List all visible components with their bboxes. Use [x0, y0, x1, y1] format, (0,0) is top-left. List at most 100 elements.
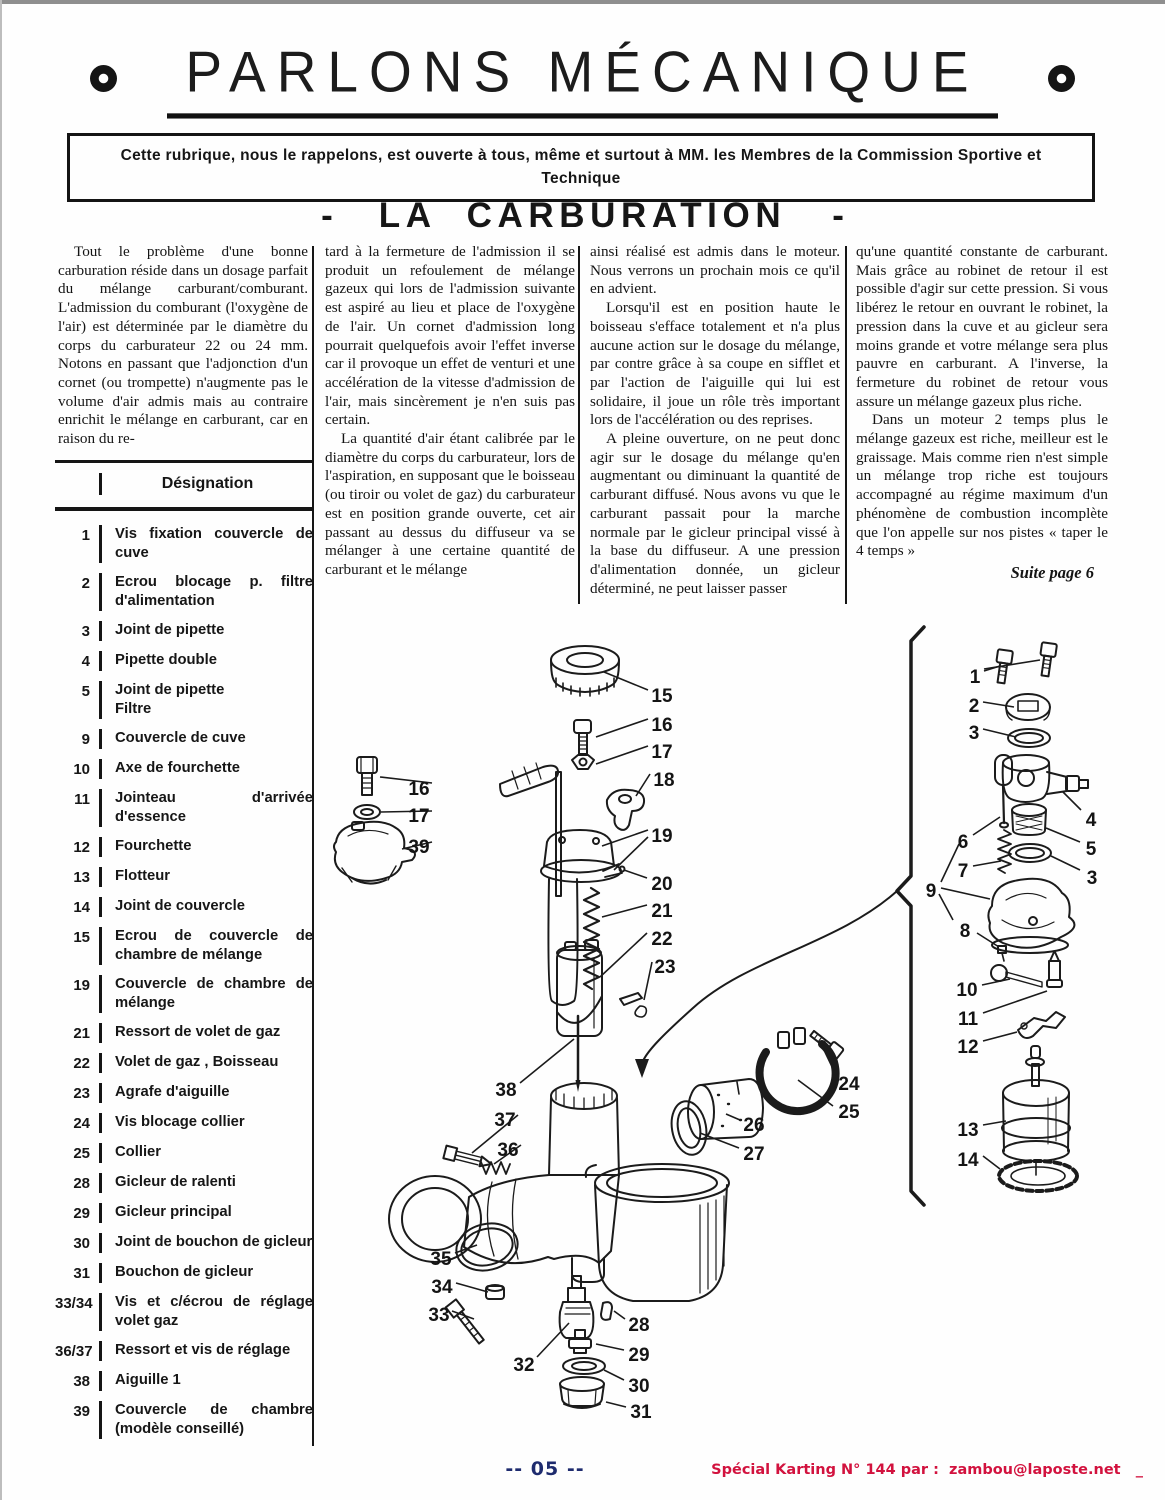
right-group-bracket — [895, 625, 926, 1207]
part-13-float — [1001, 1045, 1071, 1176]
part-16-screw-left — [356, 756, 378, 796]
callout-leader-line — [595, 745, 649, 765]
diagram-label-26: 26 — [743, 1115, 764, 1136]
part-number: 19 — [73, 977, 90, 994]
callout-leader-line — [940, 843, 960, 883]
part-number: 5 — [81, 683, 90, 700]
diagram-label-24: 24 — [838, 1074, 860, 1095]
part-17-washer-left — [353, 804, 381, 820]
text-column-4: qu'une quantité constante de carburant. … — [856, 243, 1108, 583]
callout-leader-line — [938, 893, 954, 921]
credit-watermark: Spécial Karting N° 144 par : zambou@lapo… — [711, 1462, 1143, 1478]
diagram-label-6: 6 — [958, 832, 969, 853]
part-designation: Fourchette — [99, 837, 313, 857]
callout-leader-line — [380, 810, 433, 813]
part-22-throttle-slide — [556, 939, 603, 1037]
part-7-spring — [997, 829, 1012, 874]
part-designation: Agrafe d'aiguille — [99, 1083, 313, 1103]
bullet-icon-right — [1047, 65, 1075, 92]
diagram-label-5: 5 — [1086, 839, 1097, 860]
diagram-label-31: 31 — [630, 1402, 652, 1423]
part-number: 28 — [73, 1175, 90, 1192]
callout-leader-line — [595, 718, 649, 738]
part-15-ring-nut — [550, 645, 620, 697]
diagram-label-17: 17 — [651, 742, 672, 763]
paragraph: Dans un moteur 2 temps plus le mélange g… — [856, 411, 1108, 560]
diagram-label-25: 25 — [838, 1102, 860, 1123]
table-header-designation: Désignation — [99, 473, 313, 495]
part-number: 39 — [73, 1403, 90, 1420]
part-1-cover-screws — [995, 641, 1058, 685]
part-number: 2 — [81, 575, 90, 592]
title-dash-right: - — [832, 196, 844, 235]
callout-leader-line — [981, 978, 1011, 986]
callout-leader-line — [471, 1114, 519, 1154]
part-number: 30 — [73, 1235, 90, 1252]
part-21-spring — [582, 886, 601, 991]
part-designation: Ressort de volet de gaz — [99, 1023, 313, 1043]
part-26-sleeve — [687, 1078, 764, 1140]
callout-leader-line — [605, 1401, 627, 1408]
part-designation: Aiguille 1 — [99, 1371, 313, 1391]
part-10-float-axle — [990, 964, 1043, 988]
notice-box: Cette rubrique, nous le rappelons, est o… — [67, 133, 1095, 202]
part-number: 33/34 — [55, 1295, 93, 1312]
diagram-label-29: 29 — [628, 1345, 649, 1366]
diagram-label-4: 4 — [1086, 810, 1097, 831]
diagram-label-16: 16 — [651, 715, 672, 736]
part-number: 29 — [73, 1205, 90, 1222]
part-designation: Joint de bouchon de gicleur — [99, 1233, 313, 1253]
diagram-label-20: 20 — [651, 874, 672, 895]
callout-leader-line — [976, 932, 1000, 948]
diagram-label-39: 39 — [408, 837, 429, 858]
diagram-label-2: 2 — [969, 696, 980, 717]
callout-leader-line — [1062, 791, 1082, 811]
callout-leader-line — [623, 869, 648, 879]
part-designation: Ecrou blocage p. filtre d'alimentation — [99, 573, 313, 611]
part-designation: Ressort et vis de réglage — [99, 1341, 313, 1361]
callout-leader-line — [519, 1038, 575, 1084]
part-17-nut — [571, 754, 595, 770]
part-18-cable-lever — [605, 788, 646, 831]
part-designation: Joint de pipette Filtre — [99, 681, 313, 719]
callout-leader-line — [455, 1282, 489, 1293]
part-25-clamp — [755, 1027, 840, 1116]
part-designation: Couvercle de chambre de mélange — [99, 975, 313, 1013]
part-number: 25 — [73, 1145, 90, 1162]
bullet-icon-left — [90, 65, 118, 92]
callout-leader-line — [601, 904, 648, 918]
part-23-needle-clip — [619, 992, 648, 1018]
part-31-plug — [559, 1376, 605, 1409]
part-number: 31 — [73, 1265, 90, 1282]
part-24-clamp-screw — [809, 1029, 845, 1061]
paragraph: qu'une quantité constante de carburant. … — [856, 243, 1108, 410]
callout-leader-line — [635, 773, 651, 797]
scan-edge-left — [0, 0, 2, 1500]
text-column-3: ainsi réalisé est admis dans le moteur. … — [590, 243, 840, 598]
diagram-label-32: 32 — [513, 1355, 534, 1376]
callout-leader-line — [823, 1049, 837, 1076]
part-38-needle — [575, 1014, 581, 1092]
callout-leader-line — [599, 932, 648, 978]
part-designation: Gicleur de ralenti — [99, 1173, 313, 1193]
diagram-label-10: 10 — [956, 980, 977, 1001]
paragraph: Tout le problème d'une bonne carburation… — [58, 243, 308, 448]
part-19-rod-and-lever — [499, 762, 562, 897]
part-6-tickler — [994, 754, 1013, 829]
part-number: 23 — [73, 1085, 90, 1102]
callout-leader-line — [982, 1031, 1018, 1042]
callout-leader-line — [601, 829, 649, 847]
part-16-adjuster-screw — [573, 719, 592, 755]
part-designation: Flotteur — [99, 867, 313, 887]
part-number: 15 — [73, 929, 90, 946]
part-8-screw — [997, 945, 1007, 962]
callout-leader-line — [536, 1322, 570, 1358]
diagram-label-1: 1 — [970, 667, 981, 688]
